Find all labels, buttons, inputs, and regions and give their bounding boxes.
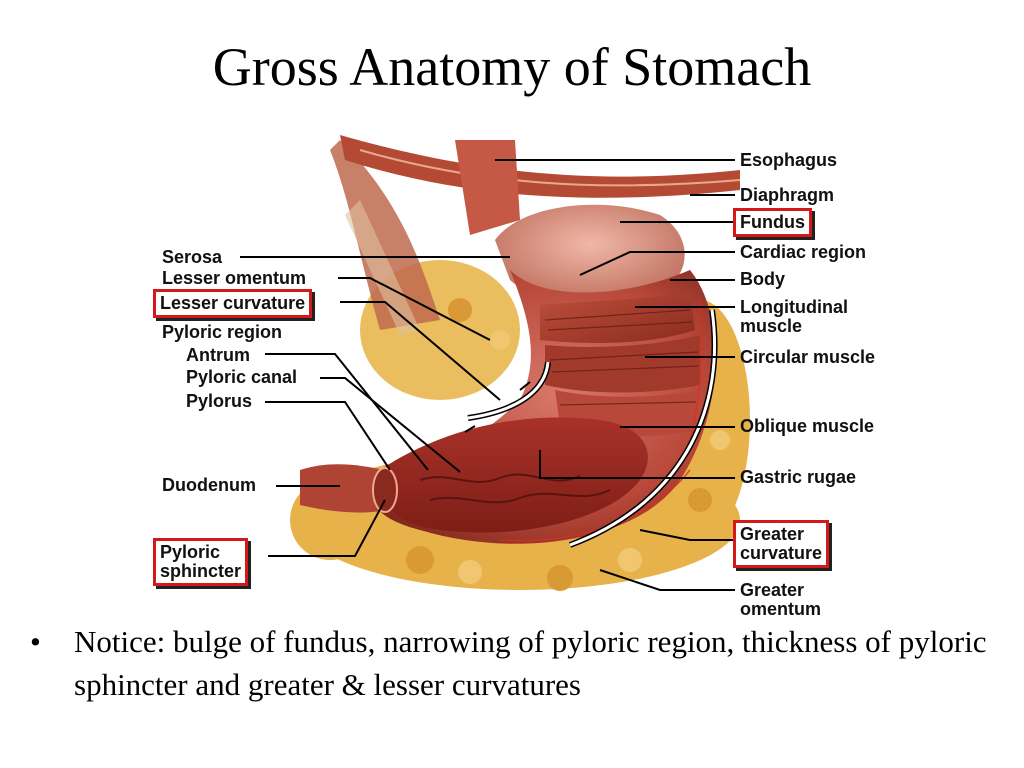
label-oblique-muscle: Oblique muscle	[740, 416, 875, 436]
label-lesser-curvature: Lesser curvature	[153, 289, 313, 318]
label-antrum: Antrum	[186, 345, 250, 365]
label-greater-curvature-line1: Greater	[740, 524, 805, 544]
label-diaphragm: Diaphragm	[740, 185, 835, 205]
stomach-diagram: Serosa Lesser omentum Lesser curvature P…	[153, 135, 876, 619]
muscle-layers	[540, 290, 700, 437]
bullet-marker: •	[30, 624, 41, 659]
label-greater-omentum-line1: Greater	[740, 580, 805, 600]
label-pyloric-region: Pyloric region	[162, 322, 283, 342]
leader-lines	[240, 159, 735, 591]
label-pyloric-canal: Pyloric canal	[186, 367, 298, 387]
pyloric-sphincter-shape	[372, 467, 398, 513]
esophagus-shape	[455, 140, 520, 235]
label-esophagus: Esophagus	[740, 150, 838, 170]
label-gastric-rugae: Gastric rugae	[740, 467, 857, 487]
label-longitudinal-muscle-line2: muscle	[740, 316, 803, 336]
label-fundus: Fundus	[733, 208, 812, 237]
label-duodenum: Duodenum	[162, 475, 256, 495]
label-longitudinal-muscle-line1: Longitudinal	[740, 297, 848, 317]
curvature-arcs	[464, 309, 718, 548]
label-greater-omentum-line2: omentum	[740, 599, 821, 619]
bullet-text: Notice: bulge of fundus, narrowing of py…	[74, 624, 987, 702]
stomach-illustration	[240, 135, 750, 591]
label-serosa: Serosa	[162, 247, 223, 267]
peritoneum-sheet	[330, 140, 440, 330]
diaphragm-shape	[340, 135, 740, 198]
label-circular-muscle: Circular muscle	[740, 347, 876, 367]
label-pyloric-sphincter-line2: sphincter	[160, 561, 242, 581]
fundus-shape	[495, 204, 685, 304]
label-longitudinal-muscle: Longitudinal muscle	[740, 298, 848, 336]
label-body: Body	[740, 269, 785, 289]
label-greater-curvature: Greater curvature	[733, 520, 830, 568]
label-lesser-omentum: Lesser omentum	[162, 268, 307, 288]
slide-title: Gross Anatomy of Stomach	[212, 37, 812, 97]
label-pyloric-sphincter: Pyloric sphincter	[153, 538, 249, 586]
duodenum-shape	[300, 464, 388, 513]
label-pylorus: Pylorus	[186, 391, 253, 411]
label-cardiac-region: Cardiac region	[740, 242, 867, 262]
label-greater-curvature-line2: curvature	[740, 543, 823, 563]
bullet-list: • Notice: bulge of fundus, narrowing of …	[30, 620, 990, 706]
label-greater-omentum: Greater omentum	[740, 581, 821, 619]
label-pyloric-sphincter-line1: Pyloric	[160, 542, 221, 562]
